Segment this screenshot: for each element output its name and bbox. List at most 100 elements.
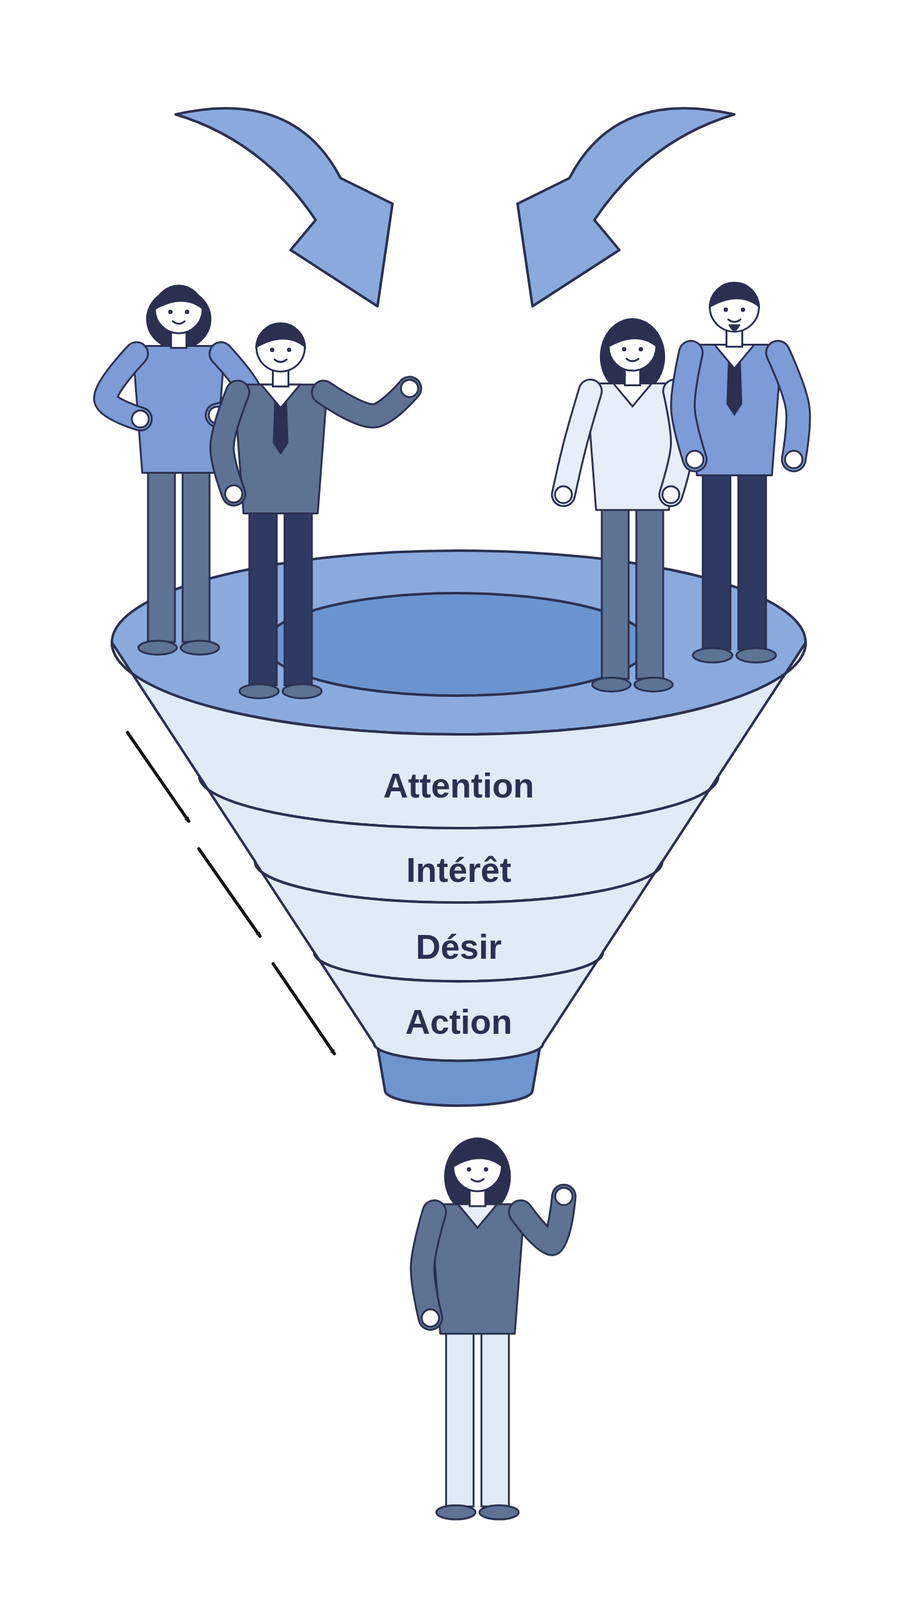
arm: [520, 1196, 564, 1244]
hand: [421, 1309, 440, 1327]
funnel-band: Désir: [255, 861, 662, 984]
hand: [208, 406, 226, 424]
hair: [153, 285, 204, 311]
leg: [249, 501, 277, 686]
leg: [446, 1321, 474, 1507]
hair: [444, 1137, 512, 1217]
shoe: [239, 684, 279, 699]
hand: [401, 380, 419, 398]
head: [608, 323, 657, 371]
torso: [430, 1204, 525, 1334]
person: [105, 285, 252, 655]
eye: [185, 309, 190, 314]
neck: [171, 326, 187, 349]
torso: [686, 345, 782, 476]
arm: [221, 392, 238, 495]
torso: [233, 384, 328, 514]
stage-label: Désir: [415, 928, 502, 967]
stage-label: Action: [405, 1003, 512, 1042]
hair: [708, 282, 760, 309]
arm: [217, 353, 253, 415]
tie: [273, 386, 289, 455]
arm: [683, 352, 695, 460]
hand: [785, 450, 803, 469]
arm-outline: [217, 353, 253, 415]
arm-outline: [670, 391, 682, 495]
person: [221, 323, 419, 699]
collar: [458, 1204, 498, 1229]
head: [256, 323, 305, 372]
eye: [483, 1166, 489, 1172]
leg: [702, 463, 730, 650]
hair: [451, 1142, 504, 1169]
torso: [132, 346, 225, 474]
head: [155, 285, 203, 334]
arm-outline: [105, 353, 141, 420]
hand: [555, 486, 572, 504]
arm: [670, 391, 682, 495]
eye: [286, 347, 292, 352]
hand: [555, 1187, 573, 1205]
band-outline: [255, 861, 662, 982]
arm: [563, 391, 590, 495]
arm: [778, 352, 799, 460]
flow-arrow: [198, 848, 260, 937]
funnel-band: Action: [314, 952, 603, 1064]
leg: [738, 463, 766, 650]
arm-outline: [323, 388, 410, 417]
mouth: [471, 1179, 484, 1182]
band-outline: [314, 952, 603, 1061]
hand: [686, 450, 704, 469]
mouth: [728, 319, 741, 322]
collar: [261, 384, 301, 409]
hand: [225, 485, 243, 504]
arm: [105, 353, 141, 420]
flow-arrow: [273, 963, 335, 1054]
curved-arrow: [517, 108, 735, 307]
leg: [636, 498, 664, 680]
person: [555, 318, 683, 692]
hair: [146, 288, 212, 350]
shoe: [180, 640, 220, 655]
shoe: [282, 684, 322, 699]
hand: [131, 410, 149, 428]
eye: [740, 307, 745, 312]
arm-outline: [221, 392, 238, 495]
beard: [728, 324, 741, 332]
shoe: [479, 1505, 519, 1520]
eye: [723, 307, 729, 312]
arm-outline: [422, 1211, 435, 1319]
collar: [613, 383, 652, 407]
leg: [182, 461, 210, 642]
eye: [270, 347, 275, 352]
mouth: [274, 359, 287, 362]
leg: [601, 498, 629, 680]
shoe: [634, 677, 673, 692]
shoe: [736, 648, 776, 663]
shoe: [436, 1505, 476, 1520]
leg: [481, 1321, 509, 1507]
eye: [168, 309, 173, 314]
neck: [273, 365, 289, 387]
shoe: [592, 677, 631, 692]
shoe: [693, 648, 733, 663]
stage-label: Intérêt: [406, 851, 512, 890]
tie: [726, 346, 742, 417]
arm: [422, 1211, 435, 1319]
leg: [284, 501, 312, 686]
curved-arrow: [175, 108, 393, 307]
hair: [255, 323, 307, 349]
collar: [714, 345, 754, 369]
stage-label: Attention: [383, 766, 534, 805]
arm-outline: [563, 391, 590, 495]
shoe: [138, 640, 177, 655]
eye: [466, 1166, 472, 1172]
arm-outline: [520, 1196, 564, 1244]
neck: [469, 1184, 485, 1207]
eye: [638, 346, 644, 352]
eye: [621, 346, 627, 352]
arm-outline: [683, 352, 695, 460]
arm: [323, 388, 410, 417]
person: [683, 282, 803, 663]
